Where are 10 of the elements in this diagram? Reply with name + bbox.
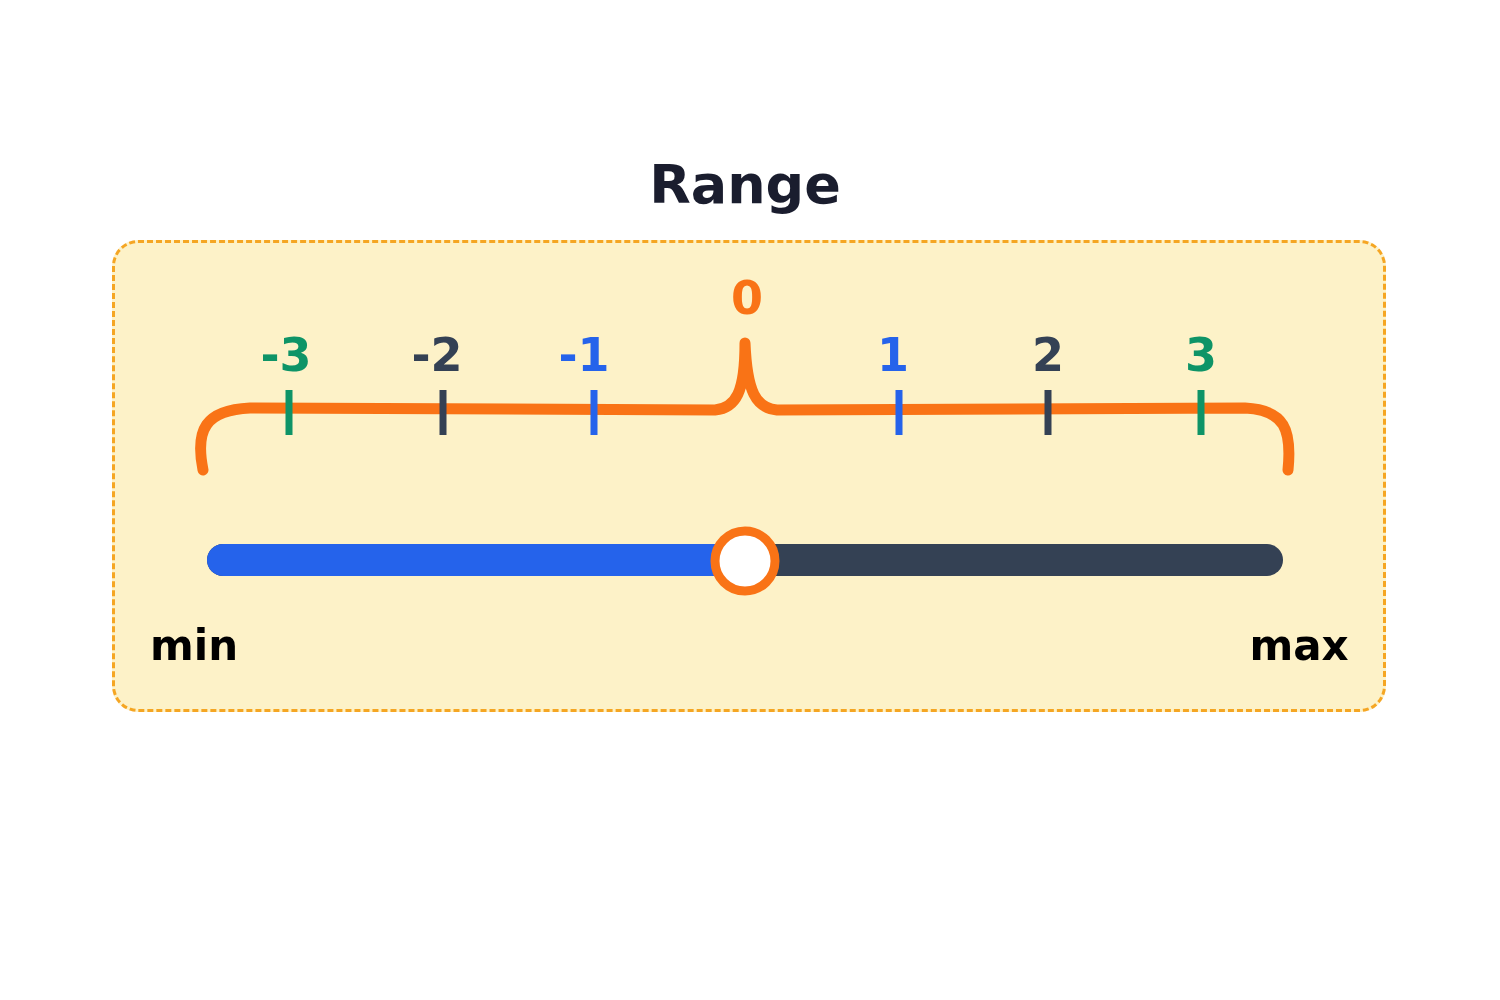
- number-label: -3: [260, 332, 312, 378]
- max-label: max: [1249, 625, 1349, 667]
- number-label: 2: [1032, 332, 1064, 378]
- number-label: 1: [877, 332, 909, 378]
- title: Range: [649, 158, 841, 212]
- min-label: min: [149, 625, 239, 667]
- number-label: 3: [1185, 332, 1217, 378]
- number-label: -1: [558, 332, 610, 378]
- number-label: -2: [411, 332, 463, 378]
- number-label: 0: [731, 275, 763, 321]
